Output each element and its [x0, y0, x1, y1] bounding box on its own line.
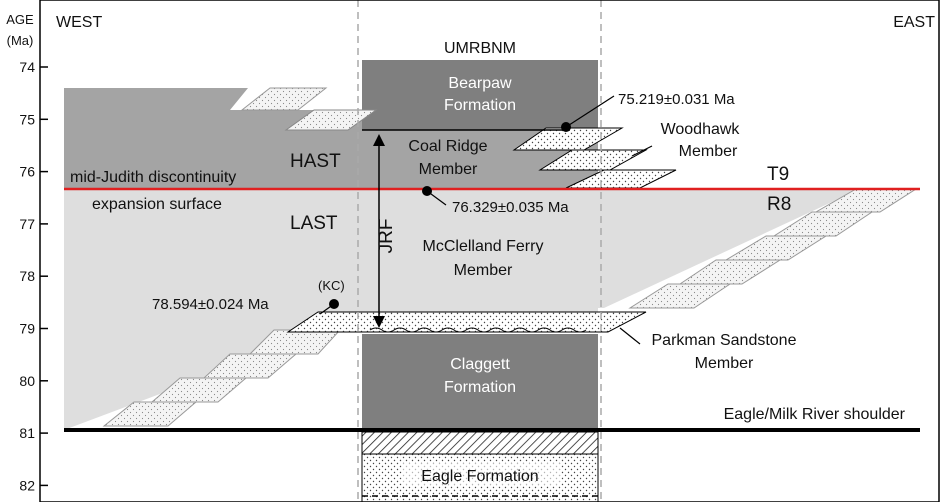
- parkman-label-1: Parkman Sandstone: [652, 332, 797, 349]
- mcclelland-label-1: McClelland Ferry: [423, 238, 544, 255]
- y-tick-label: 79: [19, 321, 35, 337]
- east-header: EAST: [893, 14, 935, 31]
- y-tick-label: 76: [19, 164, 35, 180]
- west-header: WEST: [56, 14, 102, 31]
- hast-label: HAST: [290, 151, 341, 172]
- jrf-label: JRF: [376, 219, 397, 254]
- r8-label: R8: [767, 194, 791, 215]
- woodhawk-label-2: Member: [679, 143, 738, 160]
- claggett-label-2: Formation: [444, 379, 516, 396]
- parkman-label-2: Member: [695, 355, 754, 372]
- y-tick-label: 80: [19, 373, 35, 389]
- date-3-label: 78.594±0.024 Ma: [152, 296, 269, 313]
- west-lens-6: [102, 401, 198, 427]
- bearpaw-formation-block: [362, 60, 598, 130]
- axis-title-line1: AGE: [6, 12, 34, 27]
- east-lens-4: [678, 259, 782, 285]
- east-lens-2: [772, 211, 874, 237]
- date-3-point: [329, 299, 339, 309]
- parkman-wavy-base: [369, 327, 587, 333]
- jrf-arrow-top: [373, 134, 385, 146]
- mcclelland-label-2: Member: [454, 262, 513, 279]
- coal-ridge-label-1: Coal Ridge: [408, 138, 487, 155]
- east-wedge: [598, 189, 860, 308]
- last-label: LAST: [290, 213, 338, 234]
- claggett-formation-block: [362, 334, 598, 430]
- parkman-leader: [619, 327, 641, 345]
- date-2-point: [422, 186, 432, 196]
- y-tick-label: 82: [19, 477, 35, 493]
- jrf-arrow-bottom: [373, 316, 385, 328]
- claggett-label-1: Claggett: [450, 356, 510, 373]
- frame: [39, 0, 940, 502]
- woodhawk-label-1: Woodhawk: [661, 121, 741, 138]
- hast-wedge: [64, 88, 362, 189]
- date-1-label: 75.219±0.031 Ma: [618, 91, 735, 108]
- eagle-label-bg: [402, 463, 560, 485]
- east-lens-5: [628, 283, 732, 309]
- y-tick-label: 77: [19, 216, 35, 232]
- mcclelland-ferry-member-block: [362, 189, 598, 313]
- section-header: UMRBNM: [444, 40, 516, 57]
- west-lens-5: [150, 377, 248, 403]
- y-tick-label: 78: [19, 268, 35, 284]
- coal-ridge-label-2: Member: [419, 161, 478, 178]
- eagle-label: Eagle Formation: [421, 468, 538, 485]
- west-lens-1: [240, 87, 328, 111]
- discontinuity-label-2: expansion surface: [92, 196, 222, 213]
- east-lens-3: [724, 235, 828, 261]
- y-tick-label: 81: [19, 425, 35, 441]
- bearpaw-label-2: Formation: [444, 97, 516, 114]
- last-wedge: [64, 189, 362, 430]
- kc-label: (KC): [318, 278, 345, 293]
- t9-label: T9: [767, 164, 789, 185]
- axis-title-line2: (Ma): [7, 33, 34, 48]
- y-tick-label: 74: [19, 59, 35, 75]
- woodhawk-leader: [631, 145, 653, 157]
- eagle-hatched-band: [361, 431, 599, 455]
- west-lens-2: [284, 109, 378, 131]
- bearpaw-label-1: Bearpaw: [448, 75, 512, 92]
- date-1-point: [561, 122, 571, 132]
- date-1-leader: [565, 95, 615, 128]
- y-tick-label: 75: [19, 111, 35, 127]
- y-axis-ticks: 74 75 76 77 78 79 80 81 82: [19, 59, 48, 493]
- shoulder-label: Eagle/Milk River shoulder: [724, 406, 906, 423]
- west-lens-4: [202, 353, 298, 379]
- date-2-label: 76.329±0.035 Ma: [452, 199, 569, 216]
- discontinuity-label-1: mid-Judith discontinuity: [70, 169, 236, 186]
